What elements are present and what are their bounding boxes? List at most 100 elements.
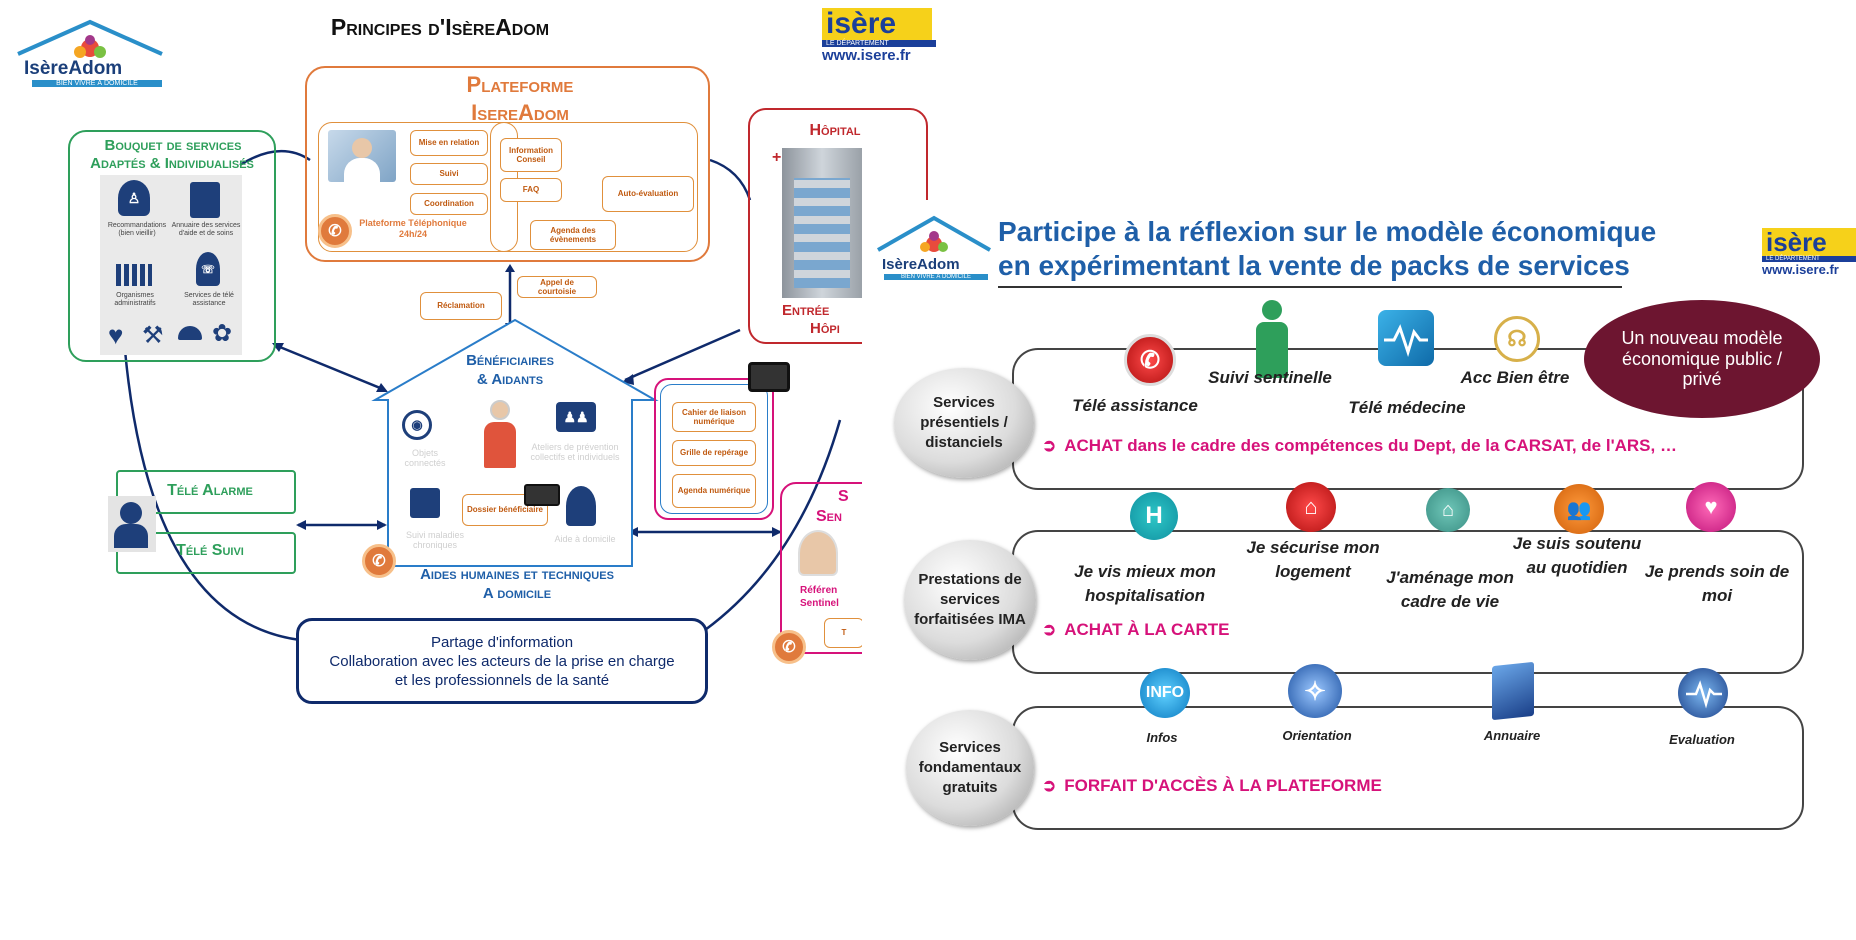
telemedecine-icon — [1378, 310, 1434, 366]
annuaire-book-icon — [1492, 661, 1534, 721]
row2-footer-text: ACHAT À LA CARTE — [1064, 620, 1230, 639]
logo-tagline: BIEN VIVRE À DOMICILE — [32, 80, 162, 87]
sentinelle-sen: Sen — [816, 508, 842, 525]
page-title: Principes d'IsèreAdom — [330, 14, 550, 40]
caregiver-icon — [566, 486, 596, 526]
referent-line2: Sentinel — [800, 598, 839, 609]
tele-alarme-label: Télé Alarme — [167, 482, 253, 499]
tele-suivi-label: Télé Suivi — [176, 542, 244, 559]
left-diagram: IsèreAdom BIEN VIVRE À DOMICILE Principe… — [0, 0, 936, 704]
row3-footer-text: FORFAIT D'ACCÈS À LA PLATEFORME — [1064, 776, 1382, 795]
auto-evaluation-item: Auto-évaluation — [602, 176, 694, 212]
medical-bag-icon — [410, 488, 440, 518]
stethoscope-icon: ☊ — [1494, 316, 1540, 362]
isere-sub: LE DÉPARTEMENT — [822, 40, 936, 47]
agenda-evenements-item: Agenda des évènements — [530, 220, 616, 250]
phone-icon: ✆ — [318, 214, 352, 248]
heart-hand-icon: ♥ — [108, 320, 124, 350]
nurse-sentinel-icon — [1252, 300, 1292, 382]
slide-title-line2: en expérimentant la vente de packs de se… — [998, 250, 1630, 281]
house-title-2: & Aidants — [476, 371, 544, 388]
elderly-woman-icon — [480, 400, 520, 482]
connector-lines — [123, 149, 842, 642]
suivi-item: Suivi — [410, 163, 488, 185]
organismes-label: Organismes administratifs — [114, 292, 156, 308]
row2-box — [1012, 530, 1804, 674]
evaluation-label: Evaluation — [1669, 732, 1735, 747]
flower-icon: ✿ — [212, 320, 233, 347]
faq-item: FAQ — [500, 178, 562, 202]
bouquet-title-2: Adaptés & Individualisés — [90, 155, 254, 172]
row2-footer: ➲ ACHAT À LA CARTE — [1042, 620, 1542, 640]
arrow-icon: ➲ — [1042, 620, 1057, 639]
sentinelle-t-box: T — [824, 618, 864, 648]
partage-box — [296, 618, 708, 704]
right-isere-badge: isère LE DÉPARTEMENT www.isere.fr — [1762, 228, 1856, 288]
amenage-label: J'aménage mon cadre de vie — [1386, 568, 1514, 611]
tele-suivi-box — [116, 532, 296, 574]
hospitalisation-label: Je vis mieux mon hospitalisation — [1074, 562, 1216, 605]
logo-text: IsèreAdom — [24, 58, 123, 79]
securise-icon: ⌂ — [1286, 482, 1336, 532]
compass-icon: ✧ — [1288, 664, 1342, 718]
aide-domicile-label: Aide à domicile — [554, 534, 616, 544]
plateforme-title-1: Plateforme — [466, 72, 574, 97]
bouquet-title-1: Bouquet de services — [104, 137, 242, 154]
hospital-h-icon: H — [1130, 492, 1178, 540]
group-icon: ♟♟ — [556, 402, 596, 432]
entree-line1: Entrée — [782, 302, 830, 319]
aides-title-2: A domicile — [482, 585, 552, 602]
sentinelle-s: S — [838, 488, 849, 505]
coordination-item: Coordination — [410, 193, 488, 215]
hospital-building-icon: + — [772, 148, 862, 298]
tele-operator-icon — [108, 496, 156, 552]
soutenu-label: Je suis soutenu au quotidien — [1512, 534, 1642, 577]
tele-assistance-label: Services de télé assistance — [184, 292, 234, 308]
plateforme-title-2: IsereAdom — [471, 100, 569, 125]
hopital-title: Hôpital — [809, 122, 861, 139]
suivi-maladies-label: Suivi maladies chroniques — [405, 530, 465, 551]
row3-oval: Services fondamentaux gratuits — [906, 710, 1034, 826]
house-title-1: Bénéficiaires — [466, 352, 554, 369]
bubble-oval: Un nouveau modèle économique public / pr… — [1584, 300, 1820, 418]
right-isere-url: www.isere.fr — [1762, 262, 1839, 277]
reclamation: Réclamation — [420, 292, 502, 320]
tele-assistance-label: Télé assistance — [1072, 396, 1198, 415]
cahier-liaison-item: Cahier de liaison numérique — [672, 402, 756, 432]
sentinelle-t: T — [841, 628, 847, 638]
bouquet-box — [68, 130, 276, 362]
right-slide: IsèreAdom BIEN VIVRE À DOMICILE Particip… — [862, 200, 1856, 940]
meal-icon — [178, 326, 202, 340]
soutenu-icon: 👥 — [1554, 484, 1604, 534]
right-isere-sub: LE DÉPARTEMENT — [1762, 256, 1856, 262]
right-isere-word: isère — [1762, 228, 1856, 256]
isere-word: isère — [822, 8, 932, 40]
headset-icon: ☏ — [196, 252, 220, 286]
building-icon — [116, 264, 152, 286]
tele-assistance-icon: ✆ — [1124, 334, 1176, 386]
entree-line2: Hôpi — [810, 320, 840, 337]
row1-oval: Services présentiels / distanciels — [894, 368, 1034, 478]
annuaire-label: Annuaire — [1483, 728, 1541, 743]
amenage-icon: ⌂ — [1426, 488, 1470, 532]
title-underline — [998, 286, 1622, 288]
doctor-icon: ♙ — [118, 180, 150, 216]
tablet-small-icon — [524, 484, 560, 506]
plateforme-phone-label: Plateforme Téléphonique 24h/24 — [359, 218, 467, 239]
acc-bien-etre-label: Acc Bien être — [1460, 368, 1570, 387]
right-logo-text: IsèreAdom — [882, 256, 960, 273]
plateforme-inner-right — [490, 122, 698, 252]
referent-line1: Référen — [800, 585, 838, 596]
objets-connectes-label: Objets connectés — [404, 448, 446, 469]
telemedecine-label: Télé médecine — [1348, 398, 1466, 417]
tele-alarme-box — [116, 470, 296, 514]
isereadom-logo: IsèreAdom BIEN VIVRE À DOMICILE — [10, 18, 170, 93]
house-roof-icon — [877, 215, 991, 252]
row3-box — [1012, 706, 1804, 830]
appel-courtoisie: Appel de courtoisie — [517, 276, 597, 298]
suivi-sentinelle-label: Suivi sentinelle — [1208, 368, 1332, 387]
right-logo-tagline: BIEN VIVRE À DOMICILE — [884, 274, 988, 280]
arrow-icon: ➲ — [1042, 776, 1057, 795]
nurse-icon — [798, 530, 838, 576]
securise-label: Je sécurise mon logement — [1246, 538, 1380, 581]
